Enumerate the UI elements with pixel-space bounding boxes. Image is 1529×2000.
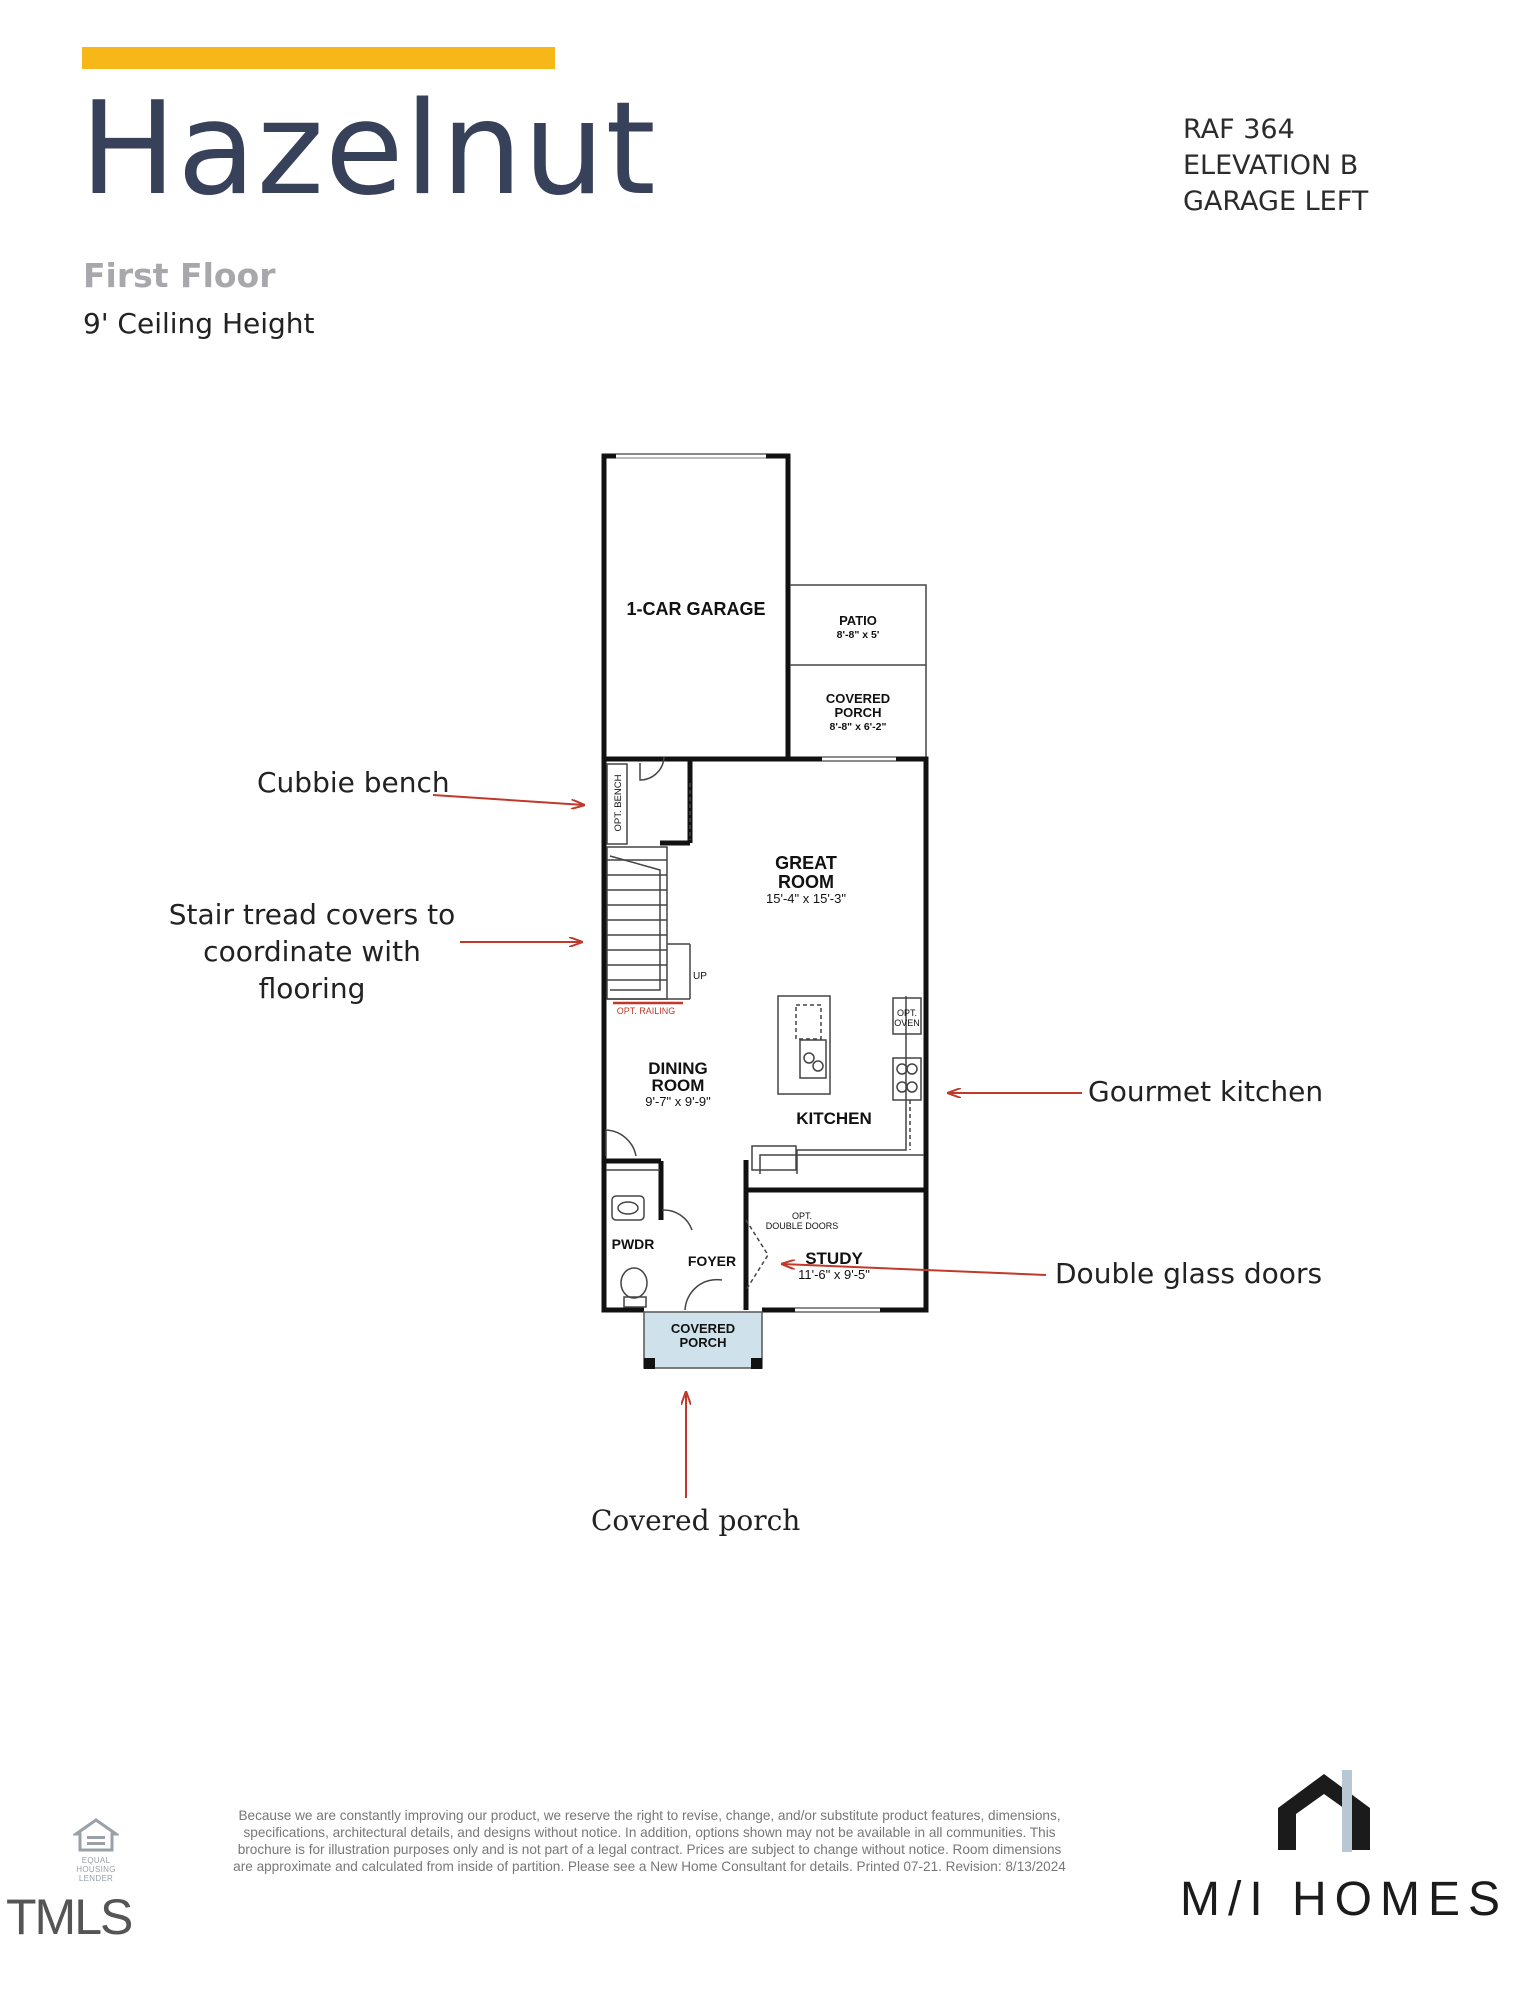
plan-info: RAF 364 ELEVATION B GARAGE LEFT: [1183, 112, 1368, 220]
brand-name: M/I HOMES: [1180, 1873, 1509, 1926]
house-walls: [601, 756, 929, 1313]
callout-stair-treads: Stair tread covers to coordinate with fl…: [168, 896, 456, 1007]
label-foyer: FOYER: [688, 1253, 736, 1269]
kitchen-fixtures: [751, 995, 924, 1174]
callout-cubbie-bench: Cubbie bench: [257, 766, 450, 799]
label-dining-2: ROOM: [652, 1076, 705, 1095]
label-study-dims: 11'-6" x 9'-5": [798, 1267, 870, 1282]
callout-stair-line-2: coordinate with: [203, 935, 421, 968]
plan-garage: GARAGE LEFT: [1183, 186, 1369, 217]
stairs: [606, 846, 691, 1000]
study-double-doors: [745, 1219, 769, 1291]
label-rear-porch-dims: 8'-8" x 6'-2": [830, 721, 887, 733]
arrow-cubbie-bench: [432, 794, 584, 805]
label-front-porch-1: COVERED: [671, 1321, 735, 1336]
powder-foyer-fixtures: [605, 1129, 723, 1311]
disclaimer: Because we are constantly improving our …: [233, 1808, 1066, 1874]
label-oven-2: OVEN: [894, 1018, 920, 1028]
label-dining-1: DINING: [648, 1059, 708, 1078]
label-rear-porch-1: COVERED: [826, 691, 890, 706]
arrow-double-glass-doors: [782, 1264, 1047, 1276]
label-study: STUDY: [805, 1249, 863, 1268]
label-kitchen: KITCHEN: [796, 1109, 872, 1128]
label-dining-dims: 9'-7" x 9'-9": [645, 1094, 711, 1109]
label-garage: 1-CAR GARAGE: [626, 599, 765, 619]
patio-area: [790, 584, 927, 759]
floor-subtitle: First Floor: [83, 256, 276, 295]
callout-stair-line-3: flooring: [258, 972, 366, 1005]
label-oven-1: OPT.: [897, 1008, 917, 1018]
front-covered-porch: [643, 1311, 763, 1369]
study-window: [795, 1307, 880, 1313]
plan-elevation: ELEVATION B: [1183, 150, 1359, 181]
callout-covered-porch: Covered porch: [591, 1504, 801, 1537]
ceiling-height: 9' Ceiling Height: [83, 307, 315, 340]
rear-slider: [822, 756, 896, 762]
equal-housing-logo: EQUAL HOUSING LENDER: [70, 1818, 122, 1883]
label-railing: OPT. RAILING: [617, 1006, 676, 1016]
room-labels: 1-CAR GARAGE PATIO 8'-8" x 5' COVERED PO…: [612, 599, 920, 1350]
label-great-room-2: ROOM: [778, 872, 834, 892]
callout-double-glass-doors: Double glass doors: [1055, 1257, 1323, 1290]
label-double-doors-2: DOUBLE DOORS: [766, 1221, 839, 1231]
equal-housing-line-1: EQUAL HOUSING: [76, 1856, 116, 1874]
mi-homes-house-icon: [1278, 1770, 1370, 1852]
label-great-room-dims: 15'-4" x 15'-3": [766, 891, 846, 906]
label-patio-dims: 8'-8" x 5': [837, 629, 880, 641]
label-rear-porch-2: PORCH: [835, 705, 882, 720]
label-powder: PWDR: [612, 1236, 655, 1252]
page-title: Hazelnut: [80, 75, 657, 224]
callout-stair-line-1: Stair tread covers to: [168, 898, 456, 931]
accent-bar: [82, 47, 555, 69]
house-icon: [71, 1818, 121, 1852]
label-patio: PATIO: [839, 613, 877, 628]
label-double-doors-1: OPT.: [792, 1211, 812, 1221]
tmls-logo: TMLS: [6, 1889, 133, 1945]
callout-arrows: [432, 794, 1082, 1498]
equal-housing-line-2: LENDER: [78, 1874, 114, 1883]
label-front-porch-2: PORCH: [680, 1335, 727, 1350]
label-bench: OPT. BENCH: [613, 774, 624, 831]
label-up: UP: [693, 971, 707, 982]
callout-gourmet-kitchen: Gourmet kitchen: [1088, 1075, 1324, 1108]
plan-code: RAF 364: [1183, 114, 1295, 145]
label-great-room-1: GREAT: [775, 853, 837, 873]
cubbie-bench-area: [606, 756, 691, 845]
